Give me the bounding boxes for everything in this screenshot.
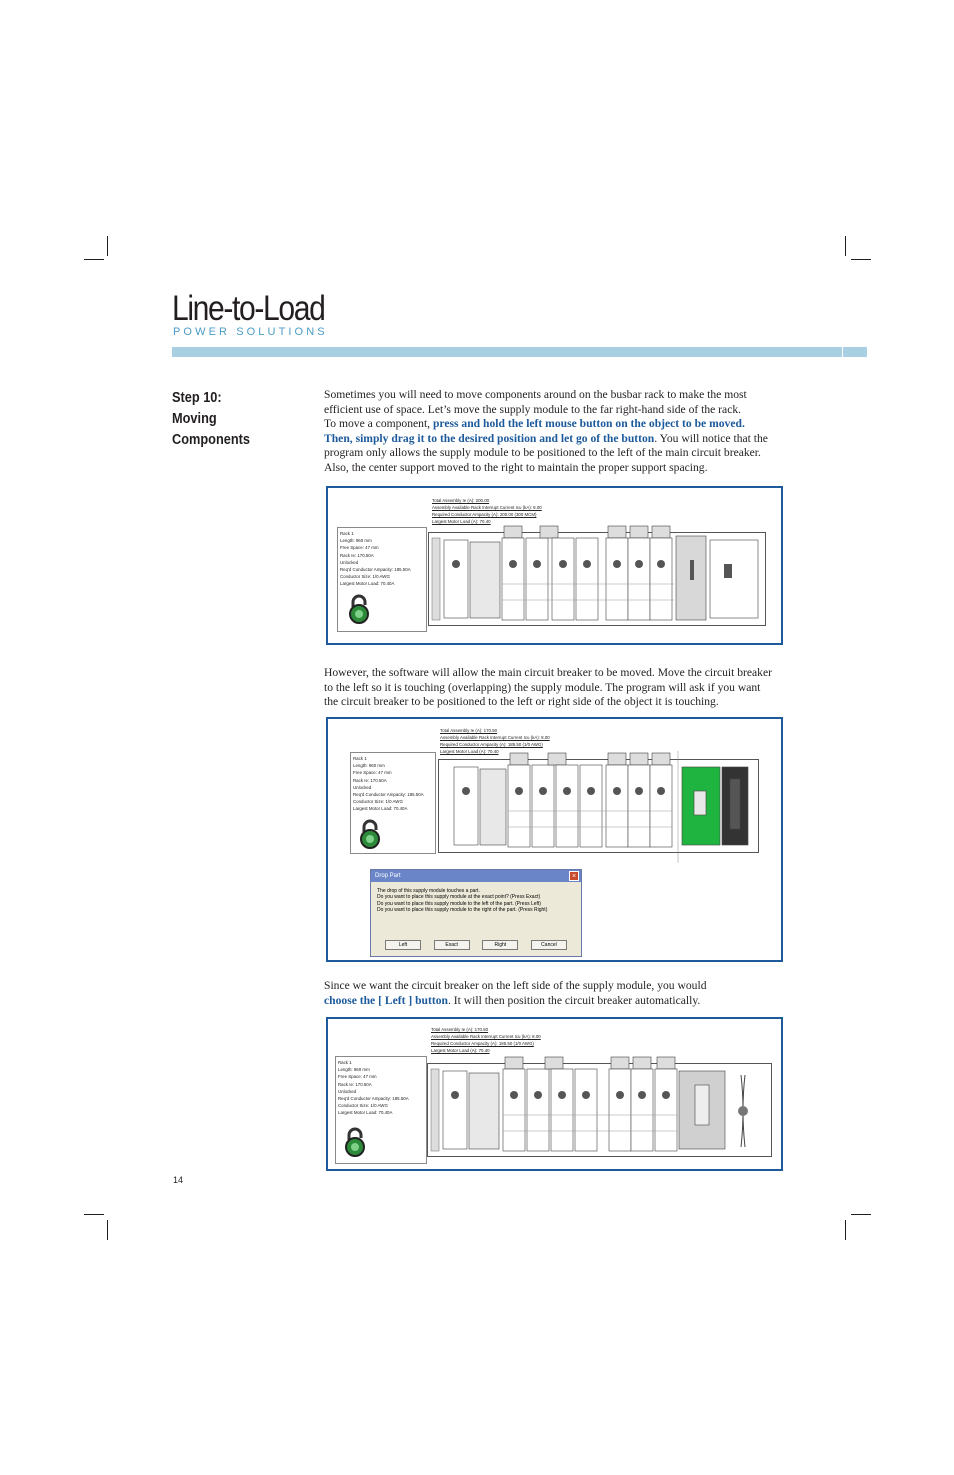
page-number: 14 (173, 1175, 184, 1185)
brand-subtitle: POWER SOLUTIONS (173, 326, 328, 338)
crop-mark (84, 259, 104, 260)
busbar-rack[interactable] (428, 524, 768, 628)
header-rule (172, 347, 867, 357)
screenshot-rack-1: Total Assembly Ie (A): 200.00 Assembly A… (326, 486, 783, 645)
left-button[interactable]: Left (385, 940, 421, 950)
dialog-title: Drop Part (375, 873, 401, 879)
crop-mark (845, 1220, 846, 1240)
right-button[interactable]: Right (482, 940, 519, 950)
assembly-notes: Total Assembly Ie (A): 170.50 Assembly A… (431, 1027, 541, 1053)
brand-title: Line-to-Load (172, 289, 326, 328)
exact-button[interactable]: Exact (433, 940, 470, 950)
step-heading: Step 10: Moving Components (172, 388, 295, 451)
lock-icon[interactable] (344, 594, 374, 624)
crop-mark (845, 236, 846, 256)
instruction-highlight: choose the [ Left ] button (324, 993, 448, 1007)
instruction-highlight: Then, simply drag it to the desired posi… (324, 431, 655, 445)
busbar-rack[interactable] (438, 751, 768, 863)
drop-part-dialog: Drop Part× The drop of this supply modul… (370, 869, 582, 957)
instruction-highlight: press and hold the left mouse button on … (432, 417, 745, 430)
screenshot-rack-2: Total Assembly Ie (A): 170.50 Assembly A… (326, 717, 783, 962)
assembly-notes: Total Assembly Ie (A): 170.50 Assembly A… (440, 728, 550, 754)
close-icon[interactable]: × (569, 871, 579, 881)
busbar-rack[interactable] (427, 1055, 773, 1163)
second-paragraph: However, the software will allow the mai… (324, 666, 772, 708)
lock-icon[interactable] (340, 1127, 370, 1157)
assembly-notes: Total Assembly Ie (A): 200.00 Assembly A… (432, 498, 542, 524)
crop-mark (851, 1214, 871, 1215)
third-paragraph: Since we want the circuit breaker on the… (324, 979, 707, 1007)
screenshot-rack-3: Total Assembly Ie (A): 170.50 Assembly A… (326, 1017, 783, 1171)
intro-paragraph: Sometimes you will need to move componen… (324, 388, 768, 474)
lock-icon[interactable] (355, 819, 385, 849)
crop-mark (84, 1214, 104, 1215)
step-title: Moving Components (172, 411, 250, 448)
cancel-button[interactable]: Cancel (530, 940, 567, 950)
step-number: Step 10: (172, 390, 222, 406)
crop-mark (851, 259, 871, 260)
crop-mark (107, 236, 108, 256)
crop-mark (107, 1220, 108, 1240)
